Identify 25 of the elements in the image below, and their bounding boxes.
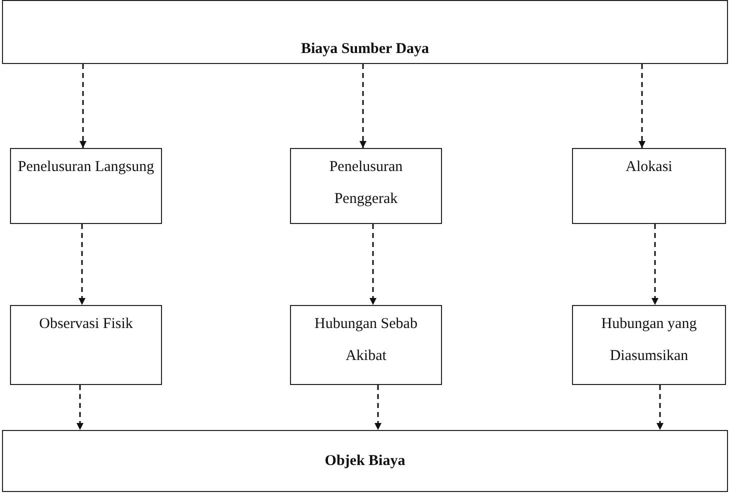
- dashed-arrow: [360, 64, 366, 148]
- box-label: Alokasi: [626, 158, 672, 177]
- dashed-arrow: [638, 64, 646, 148]
- process-box: [2, 430, 728, 492]
- box-label: Objek Biaya: [324, 452, 406, 471]
- box-label: Biaya Sumber Daya: [300, 40, 430, 59]
- process-box: [290, 148, 442, 224]
- dashed-arrow: [78, 224, 86, 305]
- dashed-arrow: [656, 385, 664, 430]
- process-box: [572, 305, 726, 385]
- dashed-arrow: [80, 64, 86, 148]
- box-label: Hubungan yang Diasumsikan: [600, 315, 698, 366]
- process-box: [290, 305, 442, 385]
- dashed-arrow: [374, 385, 382, 430]
- dashed-arrow: [652, 224, 658, 305]
- box-label: Penelusuran Penggerak: [328, 158, 404, 209]
- process-box: [572, 148, 726, 224]
- box-label: Observasi Fisik: [39, 315, 133, 334]
- box-label: Penelusuran Langsung: [18, 158, 154, 177]
- dashed-arrow: [76, 385, 84, 430]
- dashed-arrow: [370, 224, 376, 305]
- process-box: [10, 305, 162, 385]
- process-box: [10, 148, 162, 224]
- process-box: [2, 0, 728, 64]
- box-label: Hubungan Sebab Akibat: [314, 315, 418, 366]
